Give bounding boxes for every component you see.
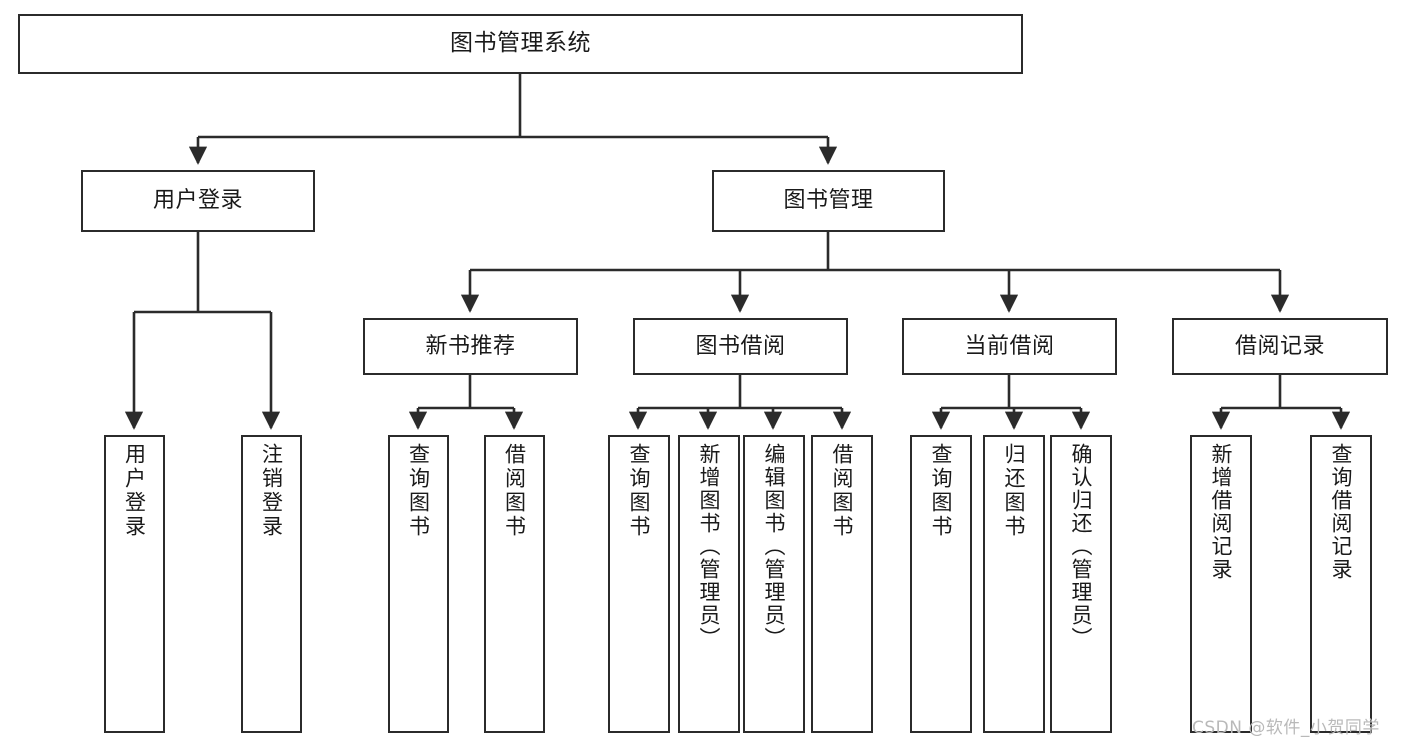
- node-leaf-logout-label: 注销登录: [259, 443, 284, 539]
- node-leaf-return-book[interactable]: 归还图书: [983, 435, 1045, 733]
- node-leaf-add-record-label: 新增借阅记录: [1209, 443, 1234, 581]
- edge-group-book-borrow: [628, 375, 852, 430]
- node-user-login-label: 用户登录: [152, 188, 243, 214]
- node-leaf-query-book-2-label: 查询图书: [627, 443, 652, 539]
- node-leaf-borrow-book-1[interactable]: 借阅图书: [484, 435, 545, 733]
- node-leaf-query-book-3[interactable]: 查询图书: [910, 435, 972, 733]
- node-leaf-query-book-1-label: 查询图书: [406, 443, 431, 539]
- node-user-login[interactable]: 用户登录: [81, 170, 315, 232]
- node-leaf-user-login[interactable]: 用户登录: [104, 435, 165, 733]
- node-book-borrow-label: 图书借阅: [695, 333, 786, 359]
- node-root[interactable]: 图书管理系统: [18, 14, 1023, 74]
- node-current-borrow[interactable]: 当前借阅: [902, 318, 1117, 375]
- node-leaf-query-book-2[interactable]: 查询图书: [608, 435, 670, 733]
- node-leaf-query-book-1[interactable]: 查询图书: [388, 435, 449, 733]
- node-borrow-record-label: 借阅记录: [1234, 333, 1325, 359]
- node-leaf-query-record-label: 查询借阅记录: [1329, 443, 1354, 581]
- edge-group-root: [188, 74, 838, 165]
- edge-group-borrow-record: [1211, 375, 1351, 430]
- edge-group-new-book-rec: [408, 375, 524, 430]
- node-leaf-query-book-3-label: 查询图书: [929, 443, 954, 539]
- node-leaf-add-book-label: 新增图书（管理员）: [697, 443, 722, 650]
- node-leaf-borrow-book-1-label: 借阅图书: [502, 443, 527, 539]
- csdn-watermark: CSDN @软件_小贺同学: [1192, 718, 1380, 738]
- node-book-borrow[interactable]: 图书借阅: [633, 318, 848, 375]
- node-leaf-borrow-book-2-label: 借阅图书: [830, 443, 855, 539]
- node-new-book-rec[interactable]: 新书推荐: [363, 318, 578, 375]
- edge-group-user-login: [124, 232, 281, 430]
- node-leaf-add-record[interactable]: 新增借阅记录: [1190, 435, 1252, 733]
- node-leaf-logout[interactable]: 注销登录: [241, 435, 302, 733]
- node-leaf-borrow-book-2[interactable]: 借阅图书: [811, 435, 873, 733]
- node-leaf-query-record[interactable]: 查询借阅记录: [1310, 435, 1372, 733]
- node-leaf-return-book-label: 归还图书: [1002, 443, 1027, 539]
- edge-group-book-manage: [460, 232, 1290, 313]
- node-leaf-add-book[interactable]: 新增图书（管理员）: [678, 435, 740, 733]
- node-book-manage-label: 图书管理: [783, 188, 874, 214]
- node-leaf-edit-book-label: 编辑图书（管理员）: [762, 443, 787, 650]
- node-root-label: 图书管理系统: [450, 30, 591, 57]
- node-borrow-record[interactable]: 借阅记录: [1172, 318, 1388, 375]
- node-new-book-rec-label: 新书推荐: [425, 333, 516, 359]
- node-leaf-user-login-label: 用户登录: [122, 443, 147, 539]
- node-current-borrow-label: 当前借阅: [964, 333, 1055, 359]
- node-leaf-confirm-return[interactable]: 确认归还（管理员）: [1050, 435, 1112, 733]
- edge-group-current-borrow: [931, 375, 1091, 430]
- node-leaf-edit-book[interactable]: 编辑图书（管理员）: [743, 435, 805, 733]
- node-book-manage[interactable]: 图书管理: [712, 170, 945, 232]
- node-leaf-confirm-return-label: 确认归还（管理员）: [1069, 443, 1094, 650]
